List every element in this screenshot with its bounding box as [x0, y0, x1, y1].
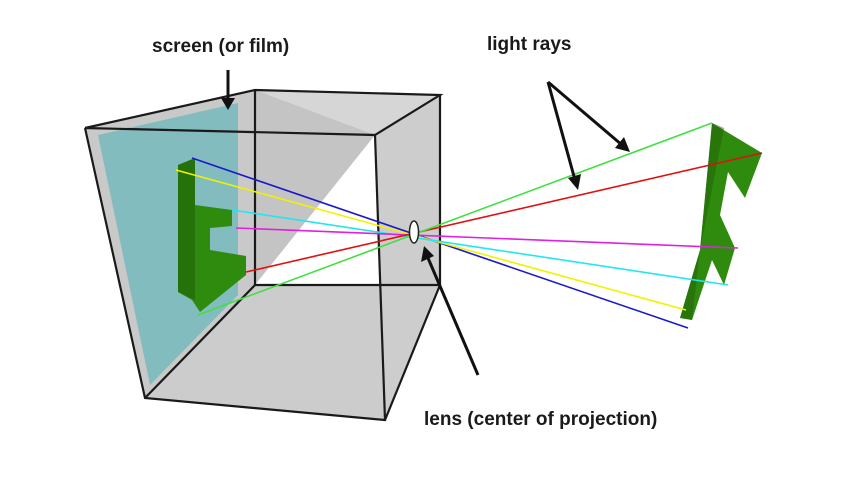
light-rays-label: light rays	[487, 34, 571, 55]
screen-label: screen (or film)	[152, 36, 289, 57]
lens-aperture	[408, 220, 420, 244]
lens-arrow	[426, 257, 480, 376]
light-rays-arrow-2	[546, 81, 577, 181]
camera-box	[83, 88, 444, 422]
light-rays-arrow-1	[547, 80, 623, 147]
ray-green	[197, 122, 713, 316]
box-inner-floor	[145, 285, 440, 420]
object-letter-shape	[680, 123, 762, 320]
box-right-face	[375, 95, 440, 420]
annotation-arrows	[221, 70, 630, 376]
light-rays-arrow-1-head	[615, 137, 630, 152]
lens-label: lens (center of projection)	[424, 409, 657, 430]
box-edges	[83, 88, 444, 422]
light-rays	[175, 122, 763, 329]
ray-red	[245, 152, 763, 273]
screen-panel	[98, 103, 238, 385]
ray-magenta	[235, 227, 739, 249]
light-rays-arrow-2-head	[568, 174, 581, 190]
lens-arrow-head	[421, 246, 434, 262]
object-letter-f	[680, 123, 762, 320]
ray-cyan	[231, 209, 729, 286]
box-inner-right-wall	[255, 90, 375, 285]
screen-arrow-head	[221, 98, 235, 110]
projected-letter-e	[178, 158, 246, 312]
